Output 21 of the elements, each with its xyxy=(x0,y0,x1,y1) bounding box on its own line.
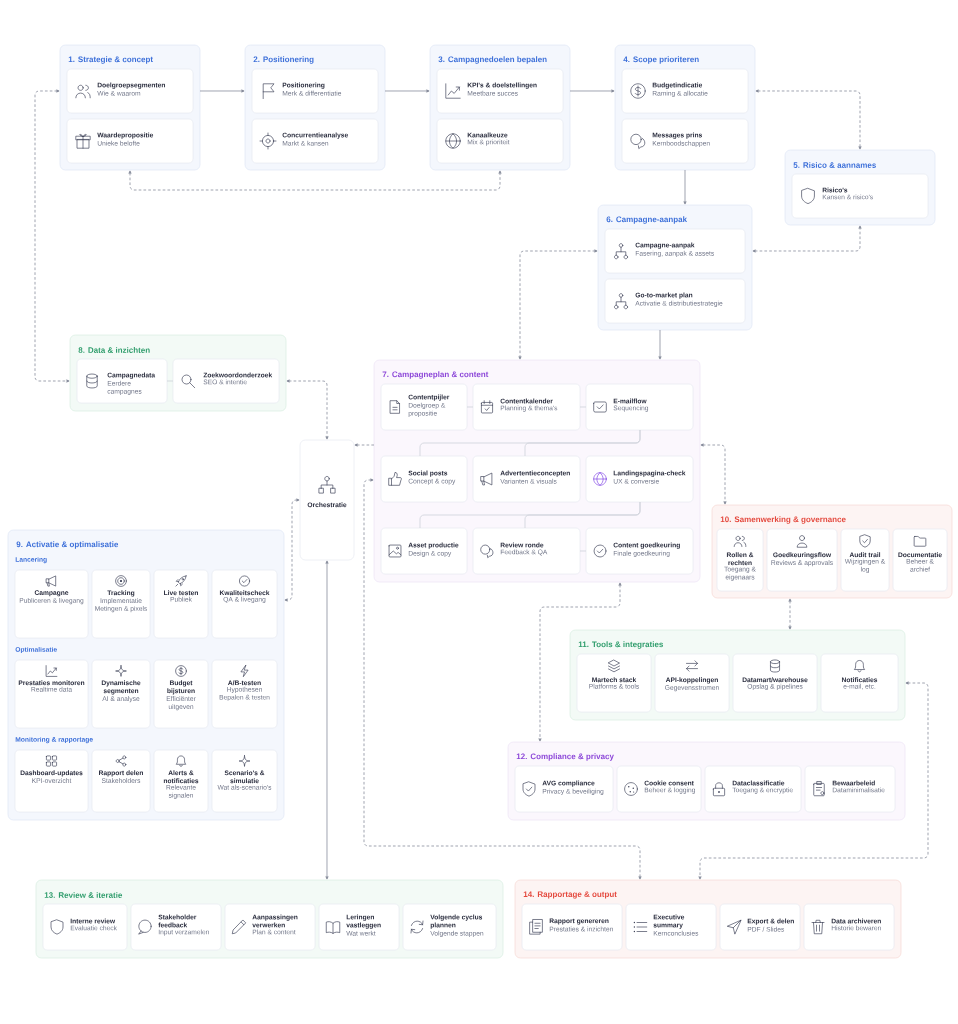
arrow xyxy=(199,89,245,93)
arrow xyxy=(752,225,862,253)
arrow xyxy=(128,170,502,191)
arrow xyxy=(683,169,687,205)
arrow xyxy=(538,582,622,742)
connector-line xyxy=(524,501,641,529)
arrow xyxy=(354,443,375,447)
arrow xyxy=(518,249,598,360)
arrow xyxy=(363,478,642,880)
arrow xyxy=(34,89,70,383)
arrow xyxy=(325,560,329,880)
arrow xyxy=(384,89,430,93)
arrow xyxy=(286,379,329,440)
arrow xyxy=(700,443,727,505)
arrow xyxy=(569,89,615,93)
arrow xyxy=(788,598,792,630)
arrow xyxy=(698,681,929,880)
arrow xyxy=(755,89,862,150)
connector-line xyxy=(524,429,641,457)
arrow xyxy=(284,498,300,602)
arrow xyxy=(658,329,662,360)
